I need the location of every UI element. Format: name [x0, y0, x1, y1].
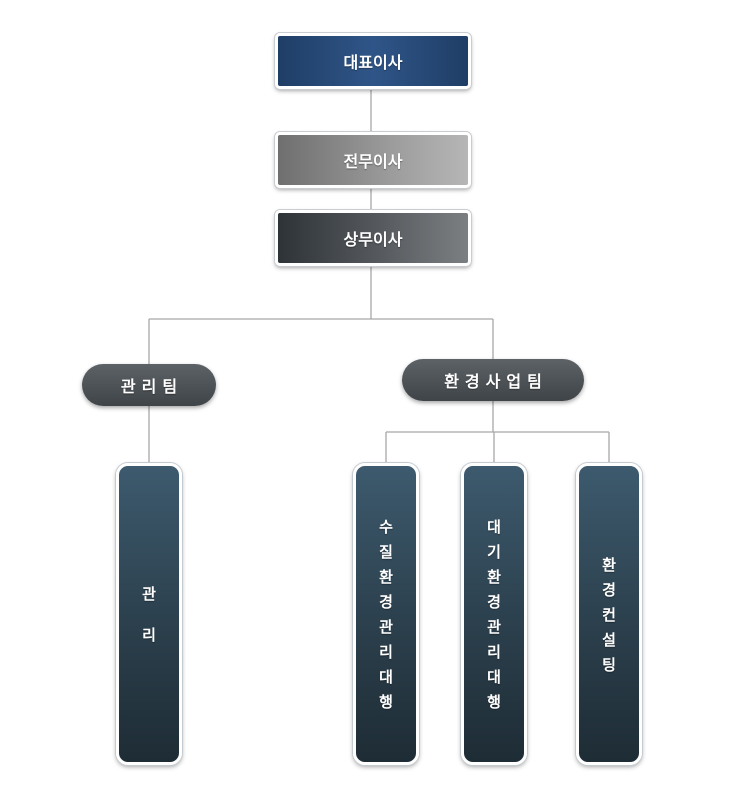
admin-team-pill: 관리팀	[82, 364, 216, 406]
air-quality-unit-label: 대기환경관리대행	[484, 519, 503, 719]
admin-unit-column: 관리	[116, 463, 182, 765]
ceo-box: 대표이사	[275, 33, 471, 89]
air-quality-unit-column: 대기환경관리대행	[461, 463, 527, 765]
environment-team-label: 환경사업팀	[444, 372, 548, 391]
ceo-label: 대표이사	[343, 53, 403, 72]
environmental-consulting-unit-column: 환경컨설팅	[576, 463, 642, 765]
executive-director-box: 전무이사	[275, 132, 471, 188]
executive-director-label: 전무이사	[343, 152, 403, 171]
managing-director-box: 상무이사	[275, 210, 471, 266]
water-quality-unit-label: 수질환경관리대행	[376, 519, 395, 719]
admin-unit-label: 관리	[139, 586, 158, 668]
water-quality-unit-column: 수질환경관리대행	[353, 463, 419, 765]
admin-team-label: 관리팀	[120, 377, 184, 396]
managing-director-label: 상무이사	[343, 230, 403, 249]
environment-team-pill: 환경사업팀	[402, 359, 584, 401]
environmental-consulting-unit-label: 환경컨설팅	[599, 556, 618, 682]
